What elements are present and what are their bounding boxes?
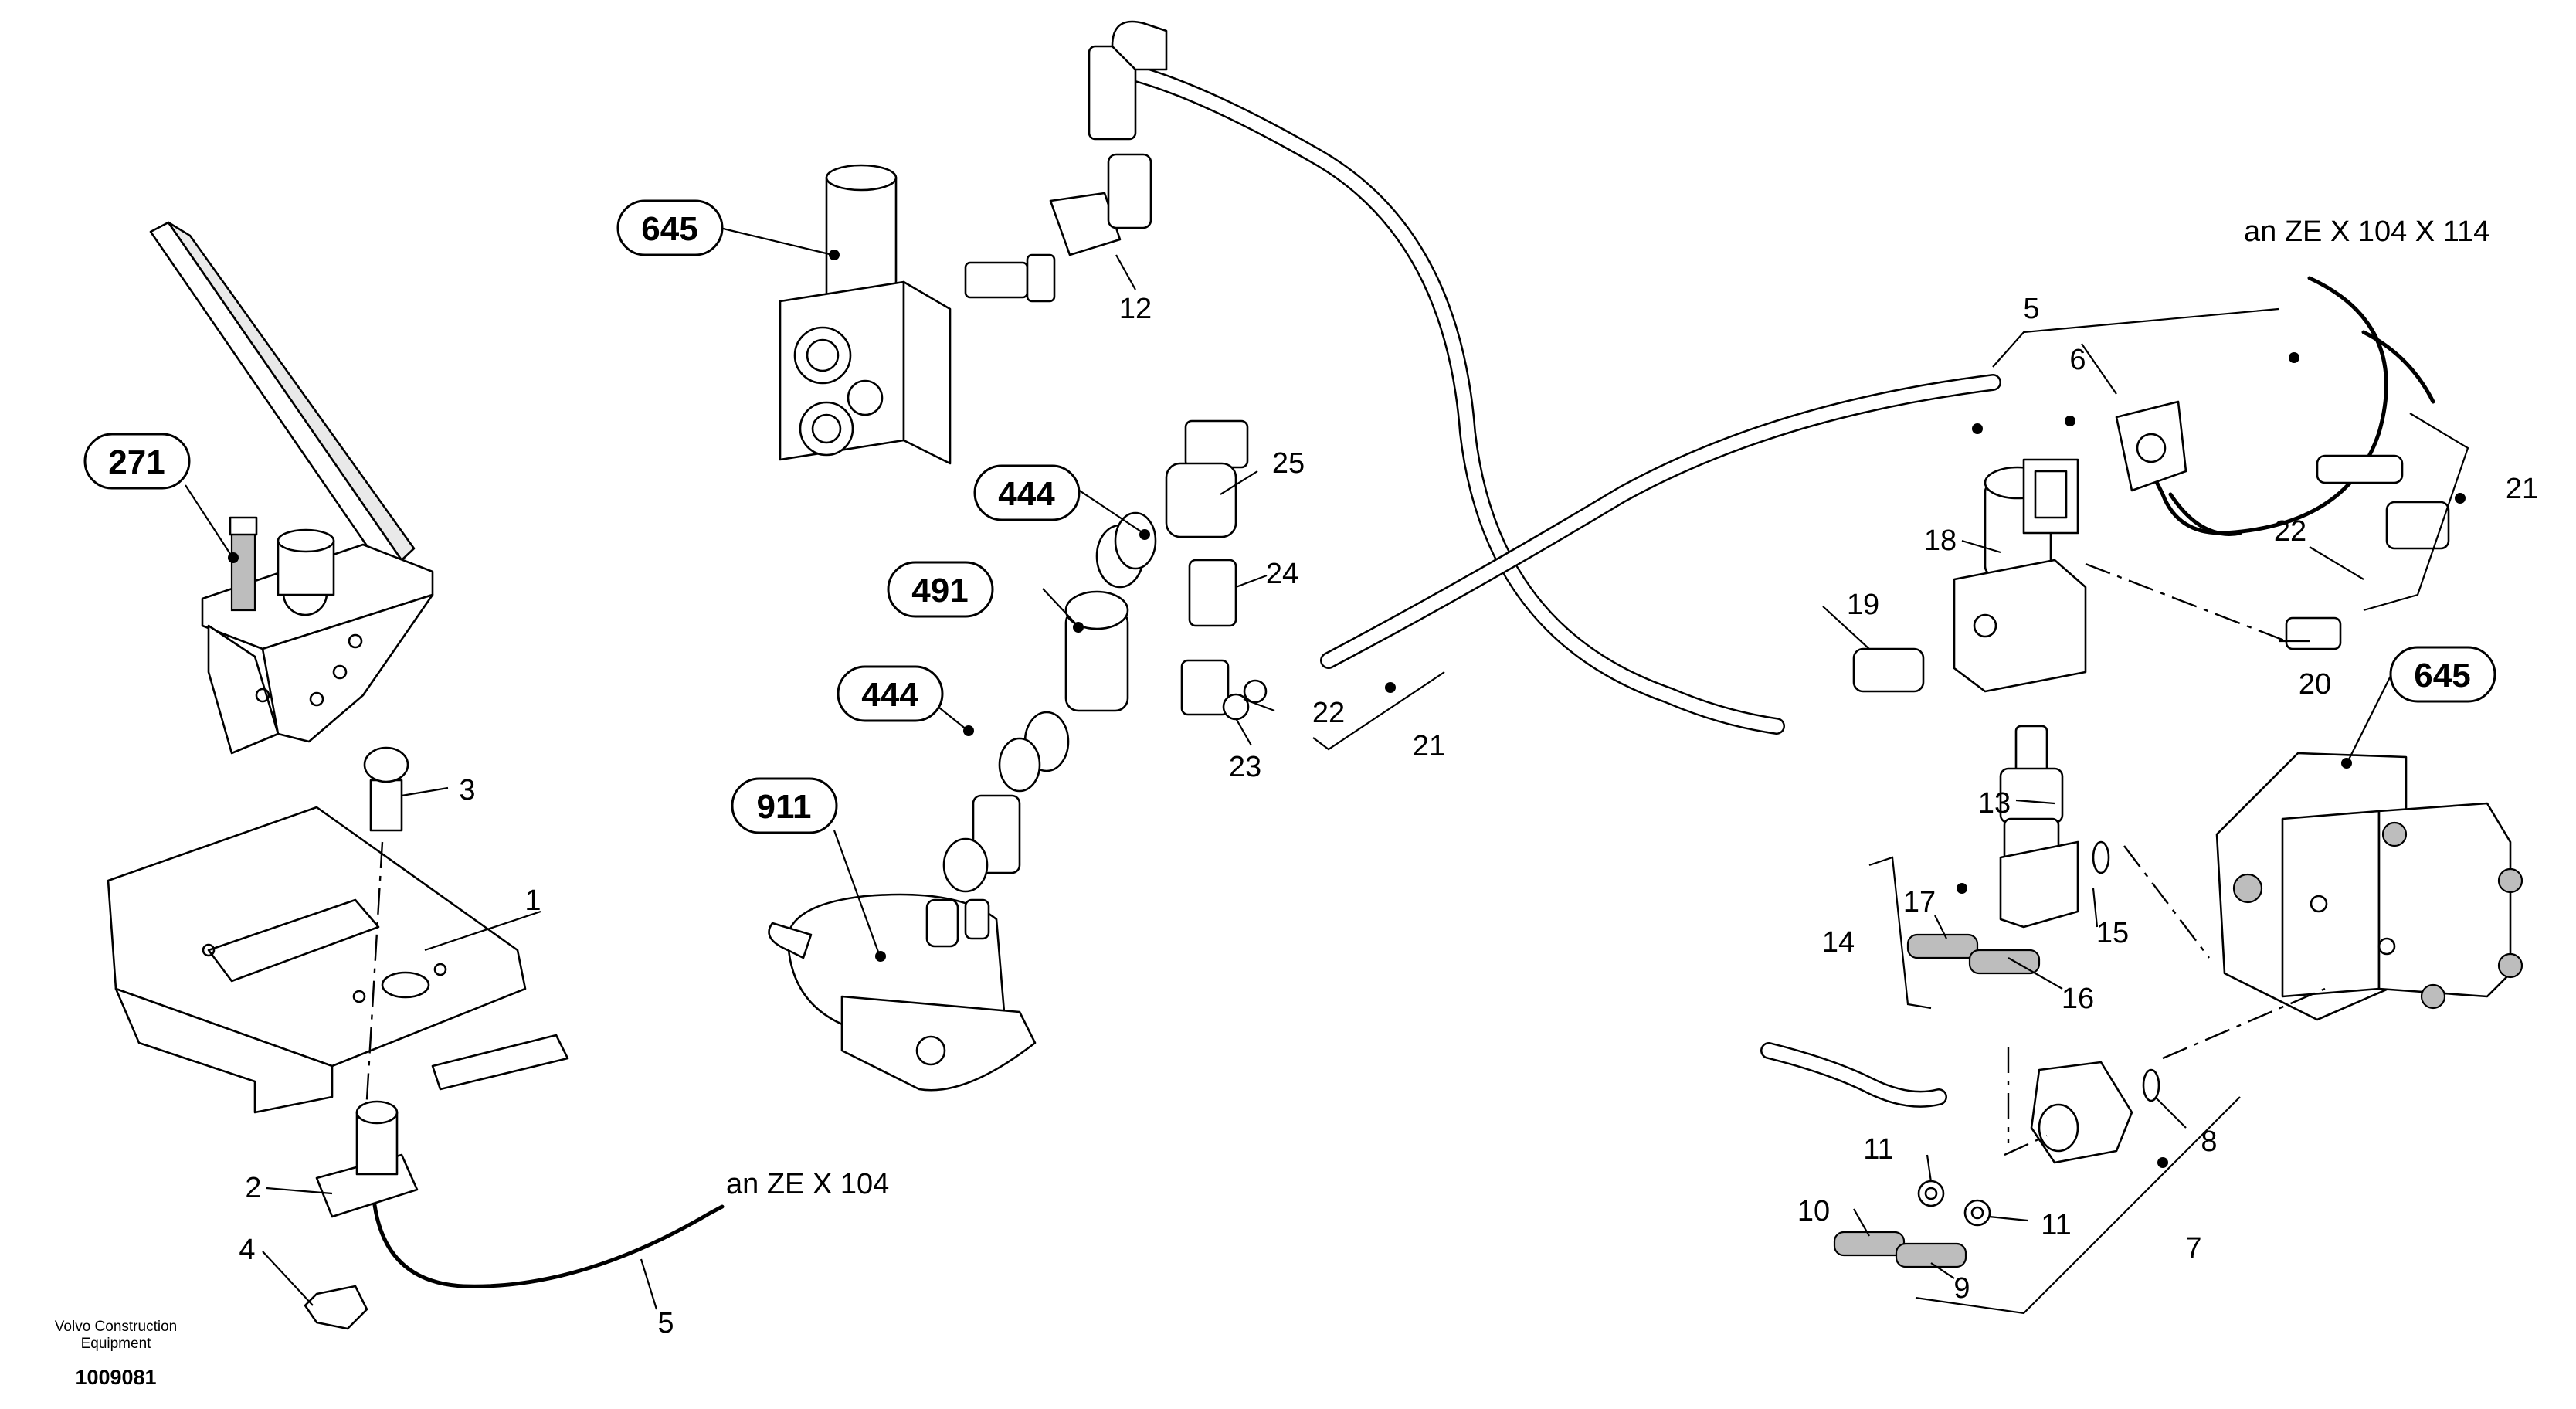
callout-25: 25 — [1272, 447, 1305, 480]
reference-label: 444 — [861, 676, 918, 714]
brand-line-2: Equipment — [81, 1336, 152, 1352]
callout-2: 2 — [245, 1172, 261, 1204]
callout-12: 12 — [1119, 293, 1152, 325]
callout-9: 9 — [1953, 1272, 1970, 1305]
reference-444-lower: 444 — [837, 665, 944, 722]
gear-pump-645 — [2215, 752, 2523, 1021]
accelerator-pedal — [149, 221, 434, 755]
callout-23: 23 — [1229, 751, 1261, 783]
valve-block-645 — [779, 164, 1056, 465]
callout-22-center: 22 — [1312, 697, 1345, 729]
reference-911: 911 — [731, 777, 838, 834]
callout-1: 1 — [524, 884, 541, 917]
drawing-number: 1009081 — [75, 1366, 156, 1389]
mounting-plate — [107, 746, 569, 1190]
flange-assembly-7 — [1833, 1061, 2160, 1268]
reference-645-top: 645 — [616, 199, 724, 256]
callout-3: 3 — [459, 774, 475, 806]
callout-15: 15 — [2096, 917, 2129, 949]
callout-21-right: 21 — [2506, 473, 2538, 505]
callout-8: 8 — [2201, 1126, 2217, 1158]
elbow-fitting-12 — [1049, 20, 1168, 256]
reference-label: 444 — [998, 475, 1055, 513]
group-brackets — [1312, 307, 2469, 1315]
connection-notes: an ZE X 104 X 114 an ZE X 104 — [726, 216, 2489, 1200]
callout-4: 4 — [239, 1234, 255, 1266]
reference-label: 271 — [108, 443, 165, 481]
hose-lines — [1127, 65, 2001, 1108]
reference-645-right: 645 — [2389, 646, 2496, 703]
callout-21-center: 21 — [1413, 730, 1445, 762]
fitting-stack — [942, 419, 1268, 893]
callout-11-lower: 11 — [2041, 1209, 2071, 1241]
callout-6: 6 — [2069, 344, 2086, 376]
reference-label: 645 — [2414, 657, 2470, 694]
callout-22-right: 22 — [2274, 515, 2306, 548]
callout-numbers: 1 2 3 4 5 5 6 7 8 9 10 11 11 12 13 14 15… — [239, 293, 2538, 1339]
footer: Volvo Construction Equipment 1009081 — [55, 1319, 177, 1389]
note-top-right: an ZE X 104 X 114 — [2244, 216, 2489, 248]
reference-444-upper: 444 — [973, 464, 1081, 521]
callout-18: 18 — [1924, 525, 1957, 557]
callout-20: 20 — [2299, 668, 2331, 701]
callout-5-top: 5 — [2023, 293, 2039, 325]
callout-11-upper: 11 — [1863, 1133, 1893, 1166]
brand-line-1: Volvo Construction — [55, 1319, 177, 1335]
callout-5-bottom: 5 — [657, 1307, 674, 1339]
cables — [372, 276, 2435, 1288]
callout-17: 17 — [1903, 886, 1936, 918]
reference-271: 271 — [83, 433, 191, 490]
hand-pump-911 — [768, 893, 1037, 1092]
reference-label: 645 — [641, 210, 697, 248]
callout-24: 24 — [1266, 558, 1298, 590]
leaders — [185, 226, 2466, 1310]
callout-19: 19 — [1847, 589, 1879, 621]
reference-label: 911 — [757, 788, 812, 826]
callout-7: 7 — [2185, 1232, 2201, 1265]
callout-10: 10 — [1797, 1195, 1830, 1227]
note-bottom: an ZE X 104 — [726, 1168, 889, 1200]
alignment-lines — [2004, 562, 2326, 1156]
callout-14: 14 — [1822, 926, 1855, 959]
manifold-block-14 — [1906, 840, 2110, 975]
callout-16: 16 — [2062, 983, 2094, 1015]
reference-label: 491 — [911, 572, 968, 609]
pedal-sensor — [304, 1100, 419, 1330]
reference-491: 491 — [887, 561, 994, 618]
callout-13: 13 — [1978, 787, 2011, 820]
solenoid-valve-18 — [1852, 400, 2450, 863]
